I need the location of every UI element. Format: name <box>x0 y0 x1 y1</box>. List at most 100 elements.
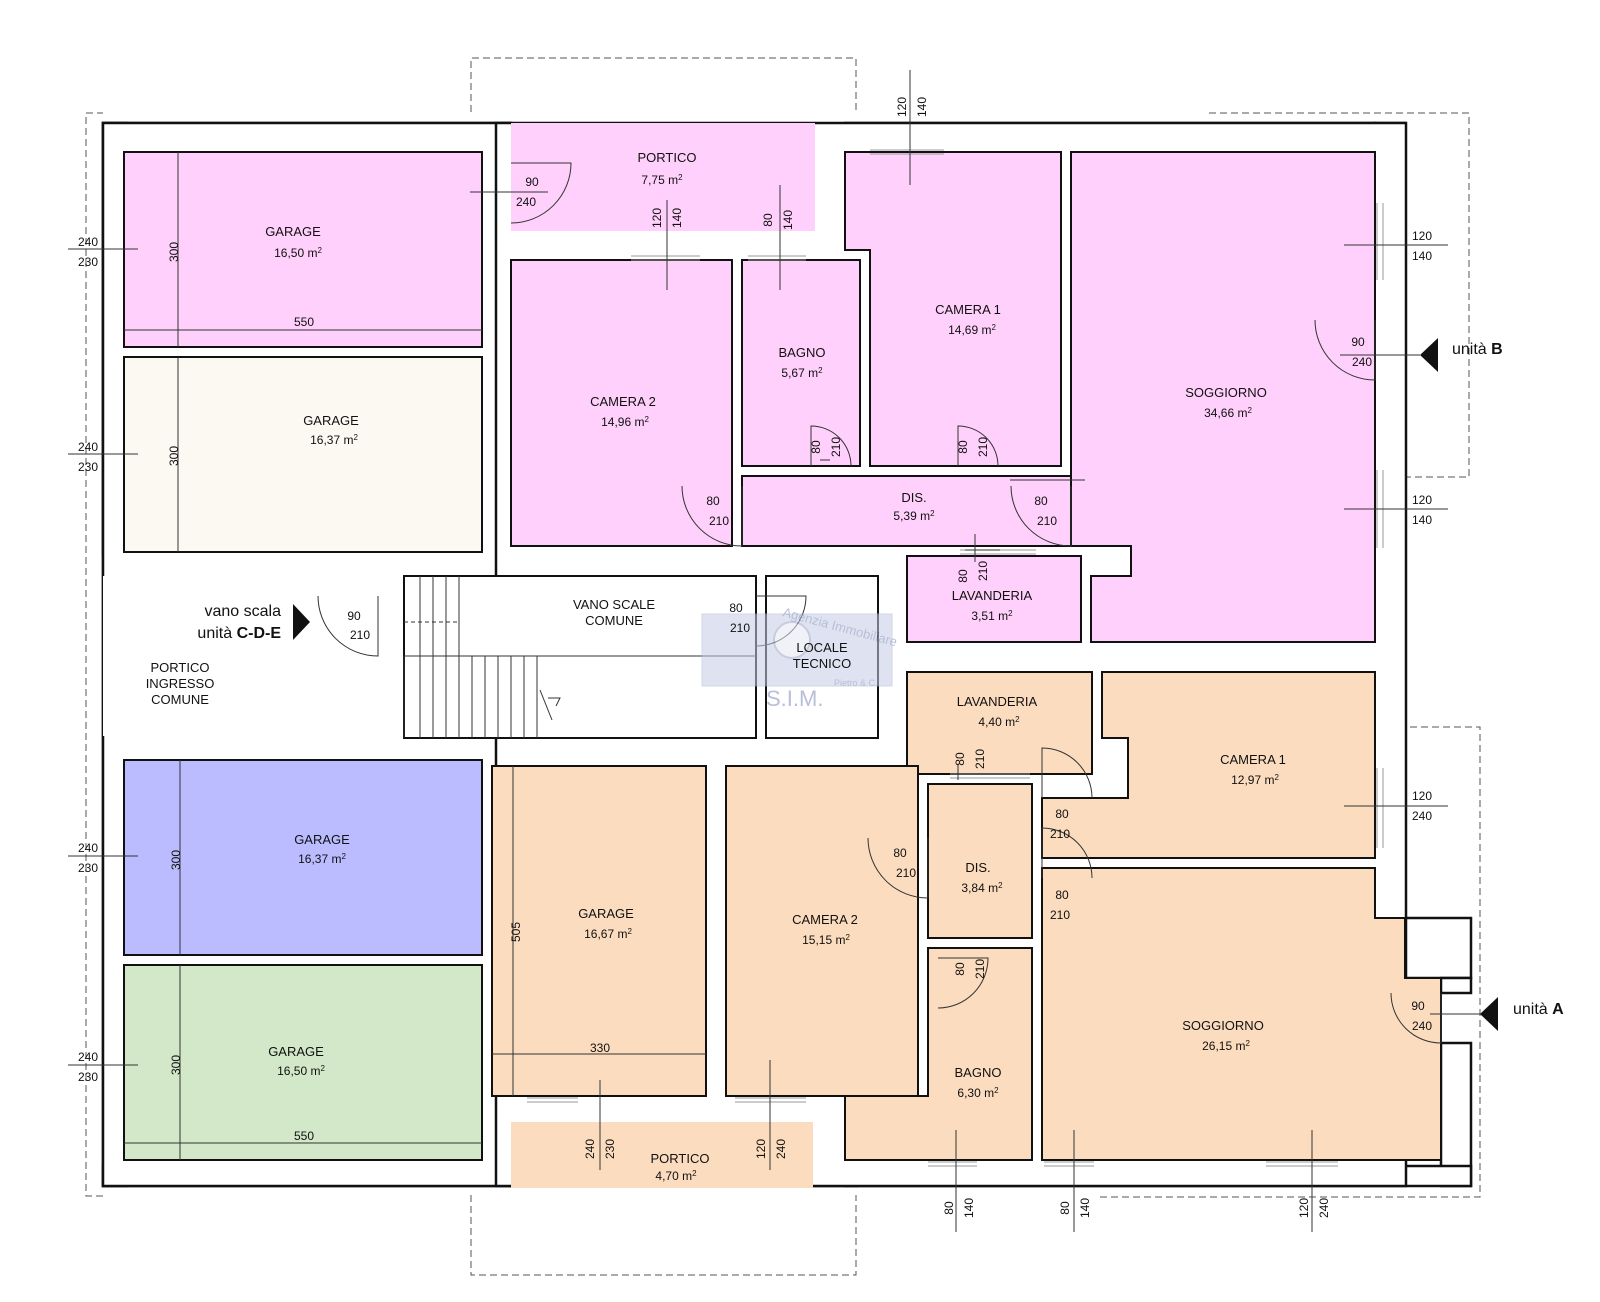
door-swing <box>1041 747 1093 799</box>
dim-label: 120 <box>895 97 909 117</box>
dim-label: 140 <box>1412 513 1432 527</box>
garage-3-name: GARAGE <box>294 832 350 847</box>
locale-tecnico-name-2: TECNICO <box>793 656 852 671</box>
portico-top-room <box>511 123 815 231</box>
dim-label: 210 <box>896 866 916 880</box>
garage-2-name: GARAGE <box>303 413 359 428</box>
b-camera2-name: CAMERA 2 <box>590 394 656 409</box>
dim-label: 550 <box>294 1129 314 1143</box>
door-swing <box>510 162 572 224</box>
entrance-arrow-a-icon <box>1480 997 1498 1031</box>
dim-label: 140 <box>962 1198 976 1218</box>
garage-2-room <box>123 356 483 553</box>
a-lavanderia-area: 4,40 m2 <box>978 715 1020 730</box>
a-soggiorno-area: 26,15 m2 <box>1202 1039 1250 1054</box>
b-lavanderia-name: LAVANDERIA <box>952 588 1033 603</box>
dim-label: 120 <box>1412 229 1432 243</box>
a-lavanderia-name: LAVANDERIA <box>957 694 1038 709</box>
entrance-arrow-cde-icon <box>293 604 310 640</box>
dim-label: 80 <box>956 440 970 454</box>
a-bagno-name: BAGNO <box>955 1065 1002 1080</box>
dim-label: 230 <box>78 1070 98 1084</box>
dim-label: 80 <box>761 213 775 227</box>
dashed-outline <box>85 57 1481 1276</box>
dim-label: 140 <box>781 210 795 230</box>
a-dis-name: DIS. <box>965 860 990 875</box>
dim-label: 210 <box>350 628 370 642</box>
b-bagno-room <box>741 259 861 467</box>
garage-4-room <box>123 964 483 1161</box>
dim-label: 80 <box>893 846 907 860</box>
dim-label: 210 <box>976 437 990 457</box>
b-lavanderia-room <box>906 555 1082 643</box>
dim-label: 330 <box>590 1041 610 1055</box>
garage-4-area: 16,50 m2 <box>277 1064 325 1079</box>
dim-label: 300 <box>167 446 181 466</box>
dim-label: 240 <box>1412 809 1432 823</box>
dim-label: 230 <box>78 255 98 269</box>
windows <box>527 149 1384 1167</box>
dim-label: 80 <box>953 752 967 766</box>
dim-label: 80 <box>729 601 743 615</box>
dim-label: 230 <box>78 861 98 875</box>
vano-scale-name-1: VANO SCALE <box>573 597 655 612</box>
dim-label: 90 <box>525 175 539 189</box>
dim-label: 240 <box>78 841 98 855</box>
portico-top-area: 7,75 m2 <box>641 173 683 188</box>
dim-label: 140 <box>915 97 929 117</box>
door-swing <box>937 957 989 1009</box>
vano-scale-room <box>403 575 757 739</box>
door-swing <box>957 425 999 467</box>
a-dis-area: 3,84 m2 <box>961 881 1003 896</box>
dim-label: 90 <box>1351 335 1365 349</box>
door-swing <box>681 485 743 547</box>
dim-label: 230 <box>78 460 98 474</box>
a-camera1-area: 12,97 m2 <box>1231 773 1279 788</box>
dim-label: 120 <box>1412 493 1432 507</box>
dim-label: 140 <box>1412 249 1432 263</box>
door-swing <box>1314 319 1376 381</box>
dim-label: 240 <box>774 1139 788 1159</box>
dim-label: 80 <box>706 494 720 508</box>
dim-label: 80 <box>1055 888 1069 902</box>
a-camera2-room <box>725 765 919 1097</box>
dim-label: 210 <box>1050 827 1070 841</box>
b-camera1-name: CAMERA 1 <box>935 302 1001 317</box>
dim-label: 240 <box>78 1050 98 1064</box>
door-swing <box>317 595 379 657</box>
portico-ingresso-room <box>103 576 375 736</box>
door-swing <box>1041 827 1093 879</box>
dim-label: 240 <box>1412 1019 1432 1033</box>
unit-b-label: unità B <box>1452 341 1503 358</box>
dim-label: 240 <box>583 1139 597 1159</box>
door-swing <box>1390 992 1442 1044</box>
dim-label: 550 <box>294 315 314 329</box>
dim-label: 80 <box>809 440 823 454</box>
portico-bottom-room <box>511 1122 813 1188</box>
garage-5-area: 16,67 m2 <box>584 927 632 942</box>
portico-bottom-name: PORTICO <box>651 1151 710 1166</box>
b-lavanderia-area: 3,51 m2 <box>971 609 1013 624</box>
garage-5-name: GARAGE <box>578 906 634 921</box>
dim-label: 240 <box>1352 355 1372 369</box>
dim-label: 210 <box>1050 908 1070 922</box>
dimension-lines <box>68 70 1448 1232</box>
garage-4-name: GARAGE <box>268 1044 324 1059</box>
dim-label: 80 <box>1058 1201 1072 1215</box>
dim-label: 240 <box>516 195 536 209</box>
a-camera1-name: CAMERA 1 <box>1220 752 1286 767</box>
b-camera2-area: 14,96 m2 <box>601 415 649 430</box>
dim-label: 120 <box>650 208 664 228</box>
b-soggiorno-area: 34,66 m2 <box>1204 406 1252 421</box>
dim-label: 300 <box>167 242 181 262</box>
watermark-logo-text: S.I.M. <box>766 686 823 711</box>
dim-label: 210 <box>973 749 987 769</box>
a-soggiorno-room <box>1041 867 1442 1161</box>
dim-label: 210 <box>730 621 750 635</box>
b-camera2-room <box>510 259 733 547</box>
b-soggiorno-room <box>1070 151 1376 643</box>
garage-5-room <box>491 765 707 1097</box>
dim-label: 210 <box>829 437 843 457</box>
dim-label: 300 <box>169 850 183 870</box>
dim-label: 90 <box>347 609 361 623</box>
